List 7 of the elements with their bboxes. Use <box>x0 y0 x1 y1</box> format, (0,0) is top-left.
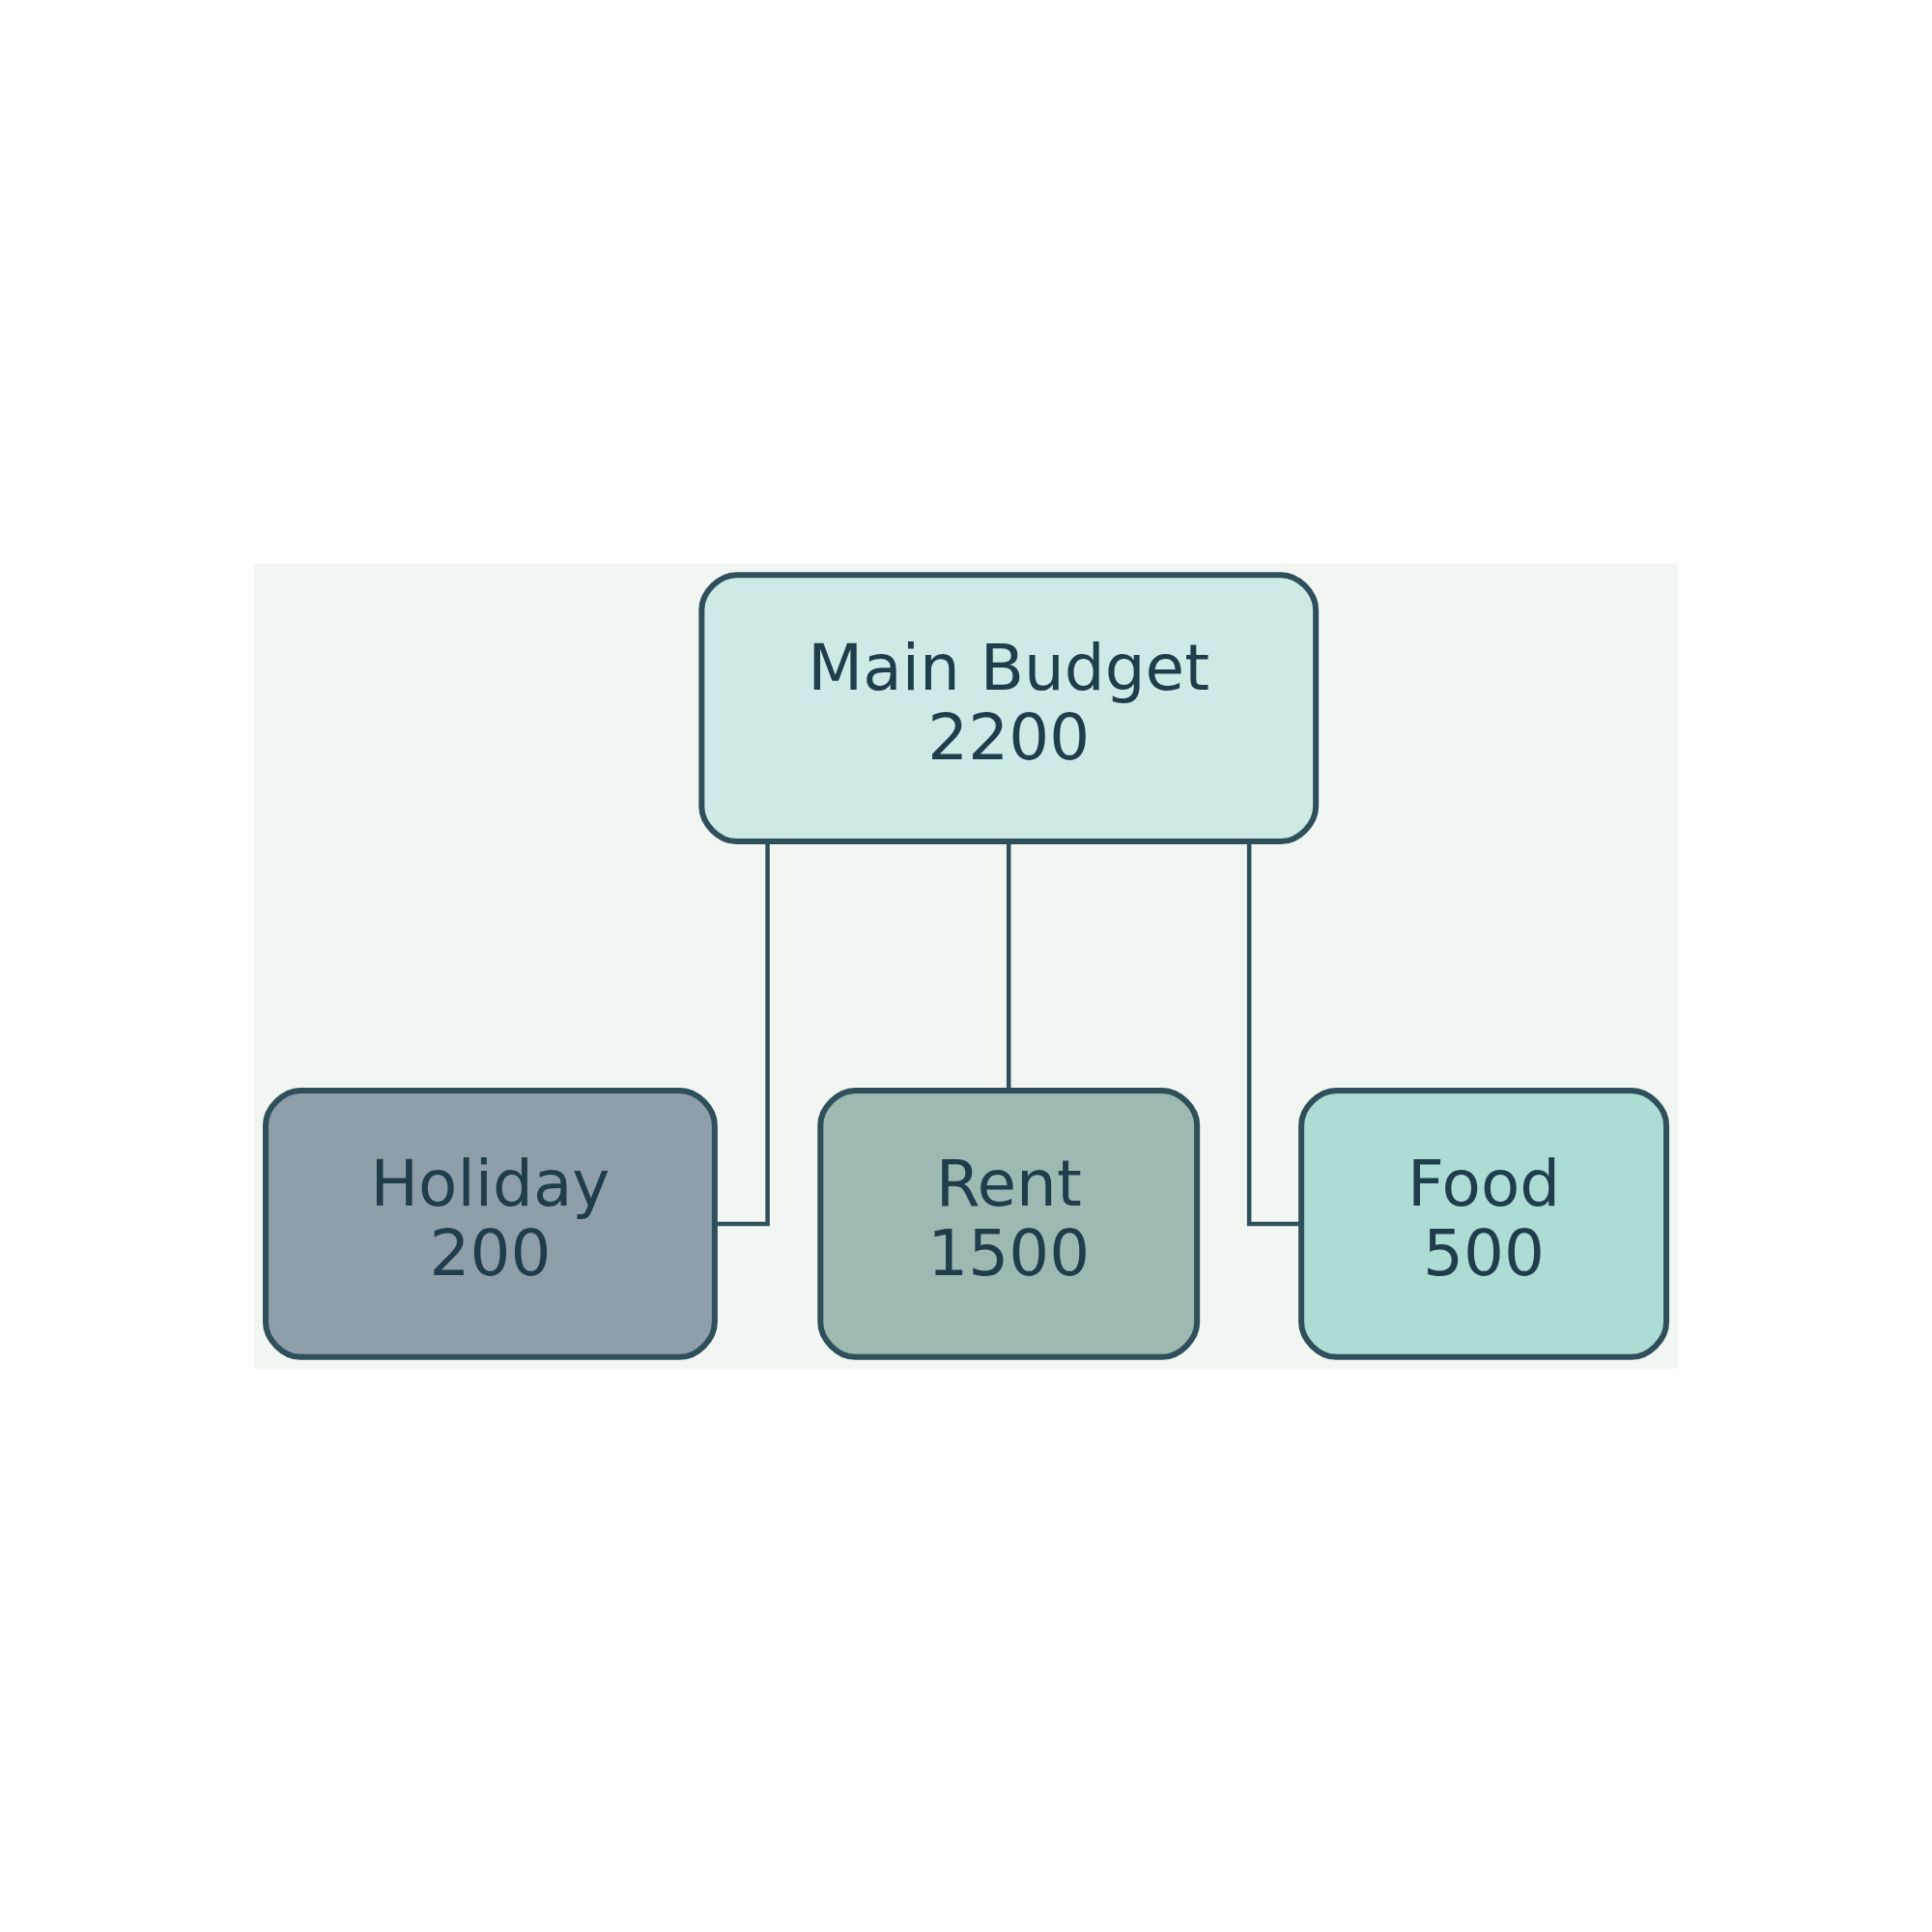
connector <box>1007 841 1011 1091</box>
node-box: Rent 1500 <box>817 1087 1201 1360</box>
connector <box>715 841 770 1227</box>
connector <box>1246 841 1302 1227</box>
node-box: Holiday 200 <box>263 1087 718 1360</box>
node-box: Main Budget 2200 <box>698 572 1320 845</box>
node-box: Food 500 <box>1298 1087 1669 1360</box>
